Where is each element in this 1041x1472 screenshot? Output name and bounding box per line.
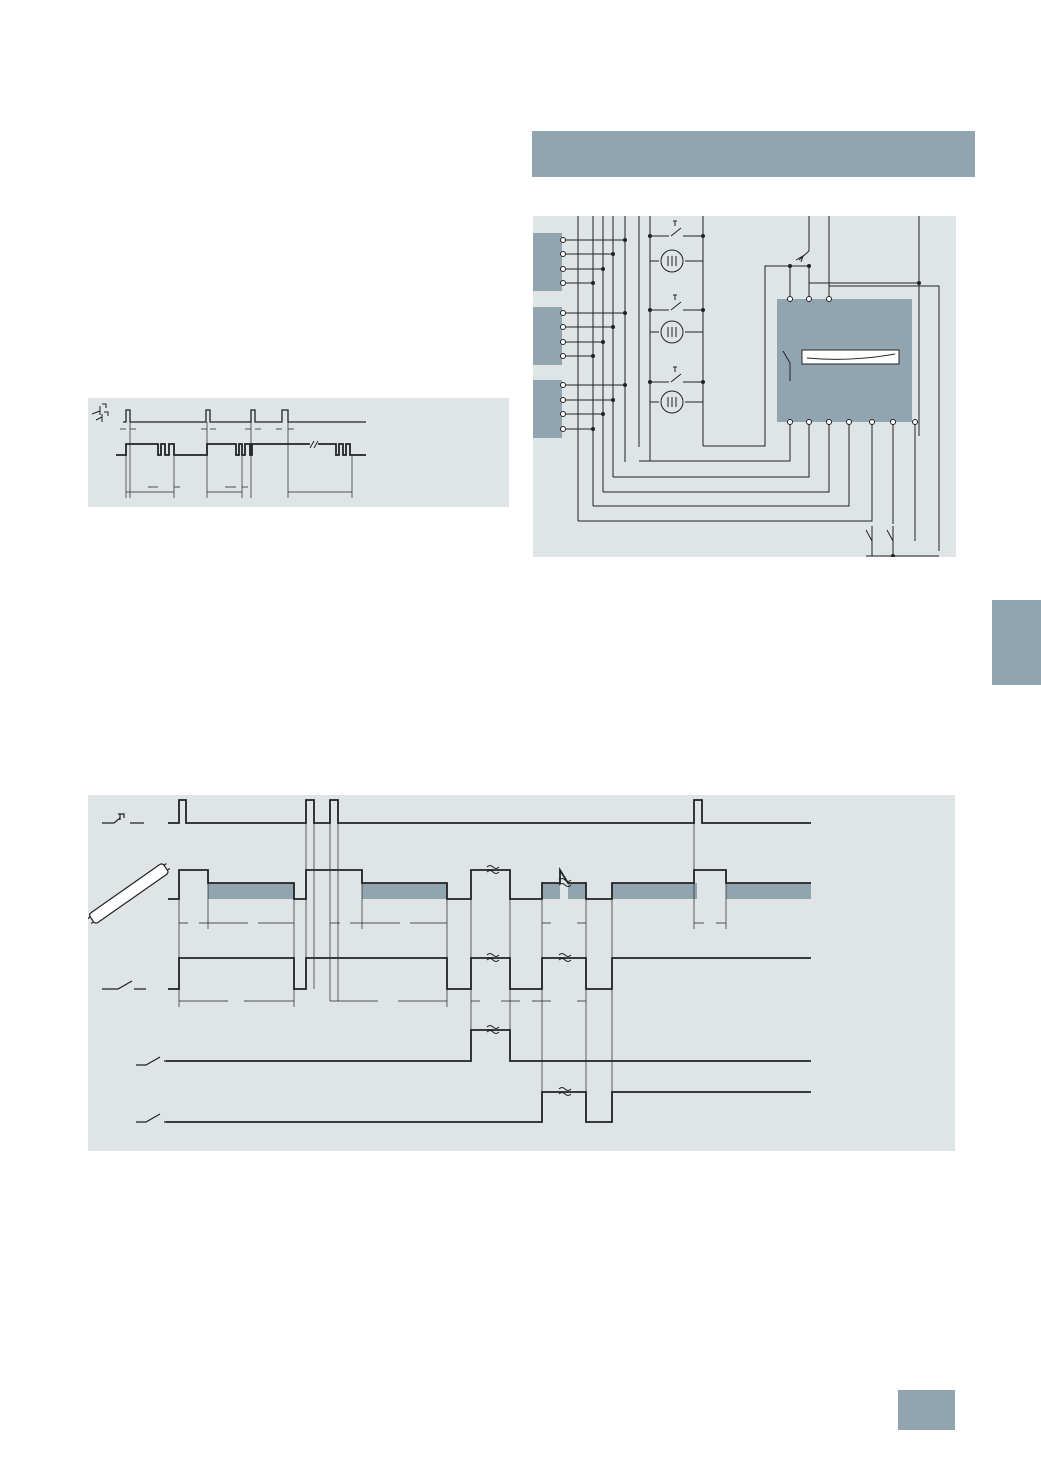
lamp-circuit-1 <box>649 216 704 461</box>
chapter-side-tab <box>992 600 1041 685</box>
switch-contact-icon-3 <box>136 1113 166 1123</box>
dimension-arrows <box>120 428 352 493</box>
section-header-bar <box>532 131 975 177</box>
contact-3-state <box>166 1091 811 1123</box>
contact-2-state <box>166 1029 811 1062</box>
switch-contact-icon-2 <box>136 1056 166 1066</box>
switch-contact-icon <box>102 980 146 990</box>
lamp-state <box>168 866 811 900</box>
shaded-regions <box>208 883 811 899</box>
pushbutton-icon <box>91 403 109 422</box>
output-train-tail <box>318 443 366 456</box>
lamp-circle-icon <box>660 320 684 344</box>
large-timing-diagram-svg <box>88 799 811 1123</box>
vertical-guides <box>178 823 727 1122</box>
terminal-block-2 <box>533 307 562 365</box>
contact-1-state <box>168 957 811 990</box>
terminal-block-3 <box>533 380 562 438</box>
output-train <box>116 443 310 456</box>
lamp-circuit-2 <box>649 294 703 344</box>
break-mark-icon <box>309 440 319 449</box>
lamp-circuit-3 <box>649 366 703 414</box>
wiring-diagram-svg <box>533 216 940 557</box>
wiring-diagram <box>533 216 956 557</box>
terminal-block-1 <box>533 233 562 291</box>
small-timing-diagram <box>88 398 509 507</box>
pushbutton-icon <box>102 813 144 824</box>
large-timing-diagram <box>88 795 955 1151</box>
lamp-circle-icon <box>660 390 684 414</box>
pulse-train-top <box>123 409 366 423</box>
page-number-badge <box>898 1390 955 1430</box>
break-mark-icon <box>486 865 572 1096</box>
dimension-arrows <box>179 922 726 1002</box>
small-timing-diagram-svg <box>91 403 366 498</box>
pushbutton-pulses <box>168 799 811 824</box>
relay-module-label-box <box>801 349 900 365</box>
fluorescent-tube-icon <box>88 863 171 925</box>
lamp-circle-icon <box>660 249 684 273</box>
